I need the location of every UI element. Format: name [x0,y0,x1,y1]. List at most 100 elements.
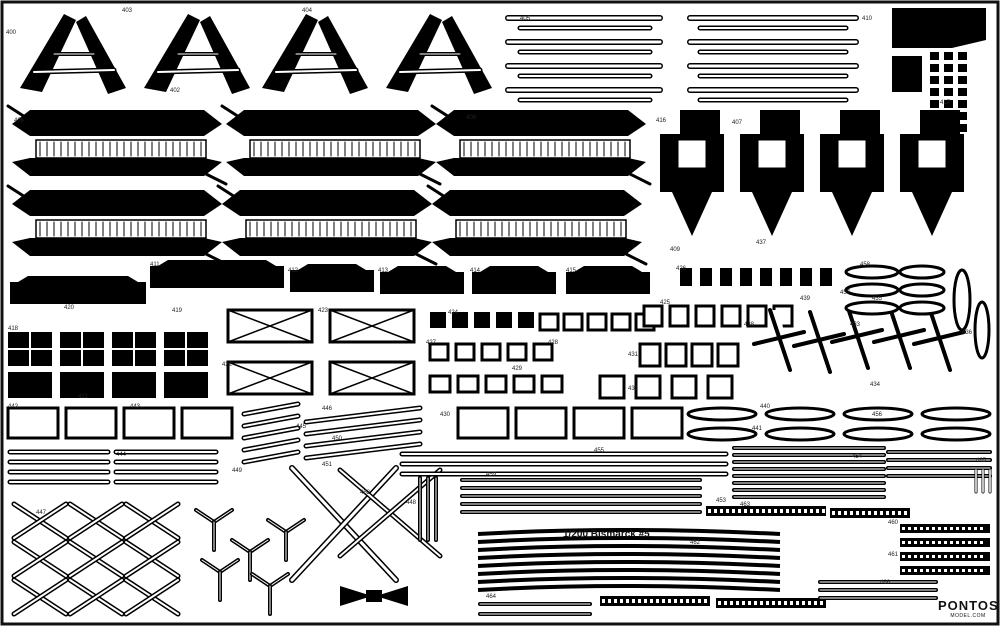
rod-446-core [305,431,421,447]
hull-440 [842,406,914,422]
chain-link [724,601,727,605]
chain-link [874,511,877,515]
chain-link [944,555,947,558]
part-label-424: 424 [448,310,459,316]
chain-link [974,555,977,558]
part-label-448: 448 [406,500,417,506]
mast-leg-b-2 [318,16,368,94]
part-label-436: 436 [962,330,973,336]
shield-lip-5 [574,266,642,272]
small-square [930,112,939,120]
rail-462 [477,536,781,544]
chain-link [708,509,711,513]
small-square [944,88,953,96]
part-label-414: 414 [470,268,481,274]
xbrace-447-core [69,579,123,615]
part-label-408: 408 [466,115,477,121]
chain-link [980,569,983,572]
platform-top-4 [222,190,432,216]
mast-brace-0-core [33,69,115,73]
chain-link [974,541,977,544]
xbrace-447-core [69,541,123,577]
chain-link [778,601,781,605]
chain-link [902,569,905,572]
rail-462 [477,544,781,552]
part-label-402: 402 [170,88,181,94]
part-label-422: 422 [222,362,233,368]
part-label-457: 457 [840,290,851,296]
part-label-458: 458 [860,262,871,268]
crane-boom [752,330,806,346]
chain-link [904,511,907,515]
chain-link [656,599,659,603]
chain-link [774,509,777,513]
plate-430 [630,406,684,440]
rod-445-core [243,439,299,451]
part-label-451: 451 [322,462,333,468]
chain-link [914,527,917,530]
chain-link [802,601,805,605]
hatch-432 [670,374,698,400]
fitting-426 [562,312,584,332]
chain-link [926,541,929,544]
fitting-426-row [820,268,832,286]
director-top-3 [920,110,960,134]
fitting-427 [532,342,554,362]
platform-bottom-0 [12,158,222,176]
boat-437 [844,264,900,280]
chain-link [784,601,787,605]
fitting-429 [540,374,564,394]
part-label-447: 447 [36,510,47,516]
part-label-412: 412 [288,268,299,274]
mast-brace-1-core [157,69,239,73]
brand-logo: PONTOS MODEL.COM [938,598,998,619]
crane-boom [872,328,926,344]
chain-link [804,509,807,513]
boat-437 [844,300,900,316]
fitting-429 [428,374,452,394]
platform-top-0 [12,110,222,136]
rail-462 [477,552,781,560]
brand-sub: MODEL.COM [950,613,986,619]
chain-link [714,509,717,513]
chain-link [680,599,683,603]
y-449-core [249,539,269,553]
truss-452-core [339,469,441,557]
plate-430 [572,406,626,440]
chain-link [932,527,935,530]
hull-440 [842,426,914,442]
y-449-core [267,519,287,533]
fitting-425 [746,304,768,328]
small-square [930,124,939,132]
boat-437 [844,282,900,298]
fitting-424 [452,312,468,328]
panel-410-wing [952,8,986,48]
shield-lip-2 [298,264,366,270]
small-square [930,88,939,96]
part-label-434: 434 [870,382,881,388]
y-449-core [195,509,215,523]
boat-437 [898,282,946,298]
plate-442 [64,406,118,440]
small-square [958,88,967,96]
chain-link [908,555,911,558]
chain-link [962,555,965,558]
shield-4 [472,272,556,294]
small-square [930,52,939,60]
mast-leg-b-1 [200,16,250,94]
platform-strut [410,168,442,186]
frame-421 [8,372,52,398]
hull-440 [686,406,758,422]
hatch-431 [638,342,662,368]
part-label-418: 418 [8,326,19,332]
crane-arm [888,306,912,370]
shield-lip-1 [158,260,276,266]
chain-link [772,601,775,605]
chain-link [798,509,801,513]
boat-437 [898,264,946,280]
part-label-429: 429 [512,366,523,372]
chain-link [908,569,911,572]
chain-link [686,599,689,603]
fitting-426-row [720,268,732,286]
chain-link [962,527,965,530]
